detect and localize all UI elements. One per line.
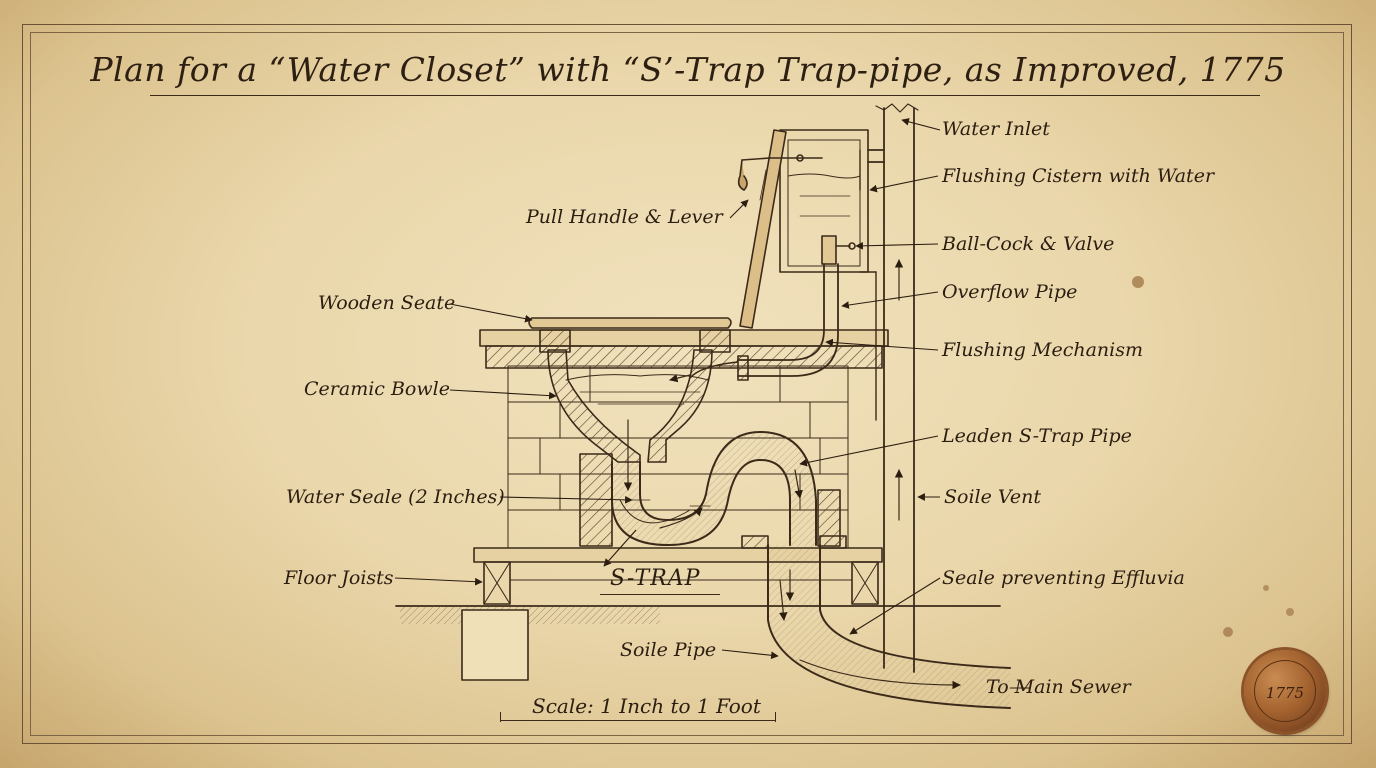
inner-border (30, 32, 1344, 736)
label-flushing-cistern: Flushing Cistern with Water (942, 165, 1215, 187)
bowl-water-line (565, 374, 709, 381)
label-ball-cock: Ball-Cock & Valve (942, 233, 1115, 255)
label-floor-joists: Floor Joists (284, 567, 394, 589)
label-soil-pipe: Soile Pipe (620, 639, 717, 661)
floor-joist (851, 561, 879, 605)
stain (1286, 608, 1294, 616)
label-water-seal: Water Seale (2 Inches) (286, 486, 505, 508)
cistern-water-line (787, 173, 861, 179)
diagram-title: Plan for a “Water Closet” with “S’-Trap … (90, 50, 1286, 89)
bowl-right-wall (647, 349, 713, 463)
wax-seal: 1775 (1244, 650, 1326, 732)
label-main-sewer: To Main Sewer (986, 676, 1131, 698)
flush-pipe (737, 263, 825, 361)
seat-bracket (699, 329, 731, 353)
label-overflow-pipe: Overflow Pipe (942, 281, 1078, 303)
stain (1132, 276, 1144, 288)
scale-bar (500, 720, 775, 721)
seat-bracket (539, 329, 571, 353)
floor-joist (483, 561, 511, 605)
label-flushing-mechanism: Flushing Mechanism (942, 339, 1143, 361)
pull-handle (739, 129, 787, 329)
seat-frame (485, 345, 883, 369)
title-underline (150, 95, 1260, 96)
ball-cock-valve (821, 235, 837, 265)
wooden-seat (528, 317, 732, 329)
s-trap-lead (612, 432, 816, 545)
label-soil-vent: Soile Vent (944, 486, 1041, 508)
foundation-block (461, 609, 529, 681)
label-ceramic-bowl: Ceramic Bowle (304, 378, 450, 400)
label-pull-handle: Pull Handle & Lever (526, 206, 723, 228)
label-leaden-trap: Leaden S-Trap Pipe (942, 425, 1132, 447)
scale-tick (775, 712, 776, 722)
label-water-inlet: Water Inlet (942, 118, 1050, 140)
wax-seal-ring (1254, 660, 1316, 722)
stain (1223, 627, 1233, 637)
trap-flange (579, 453, 613, 547)
outer-border (22, 24, 1352, 744)
scale-tick (500, 712, 501, 722)
label-seal-effluvia: Seale preventing Effluvia (942, 567, 1185, 589)
s-trap-caption: S-TRAP (610, 566, 701, 591)
water-seal-line (619, 499, 691, 524)
scale-caption: Scale: 1 Inch to 1 Foot (532, 694, 761, 718)
stain (1263, 585, 1269, 591)
label-wooden-seat: Wooden Seate (318, 292, 456, 314)
leader-lines (394, 118, 1030, 689)
s-trap-underline (600, 594, 720, 595)
wax-seal-year: 1775 (1265, 684, 1305, 702)
